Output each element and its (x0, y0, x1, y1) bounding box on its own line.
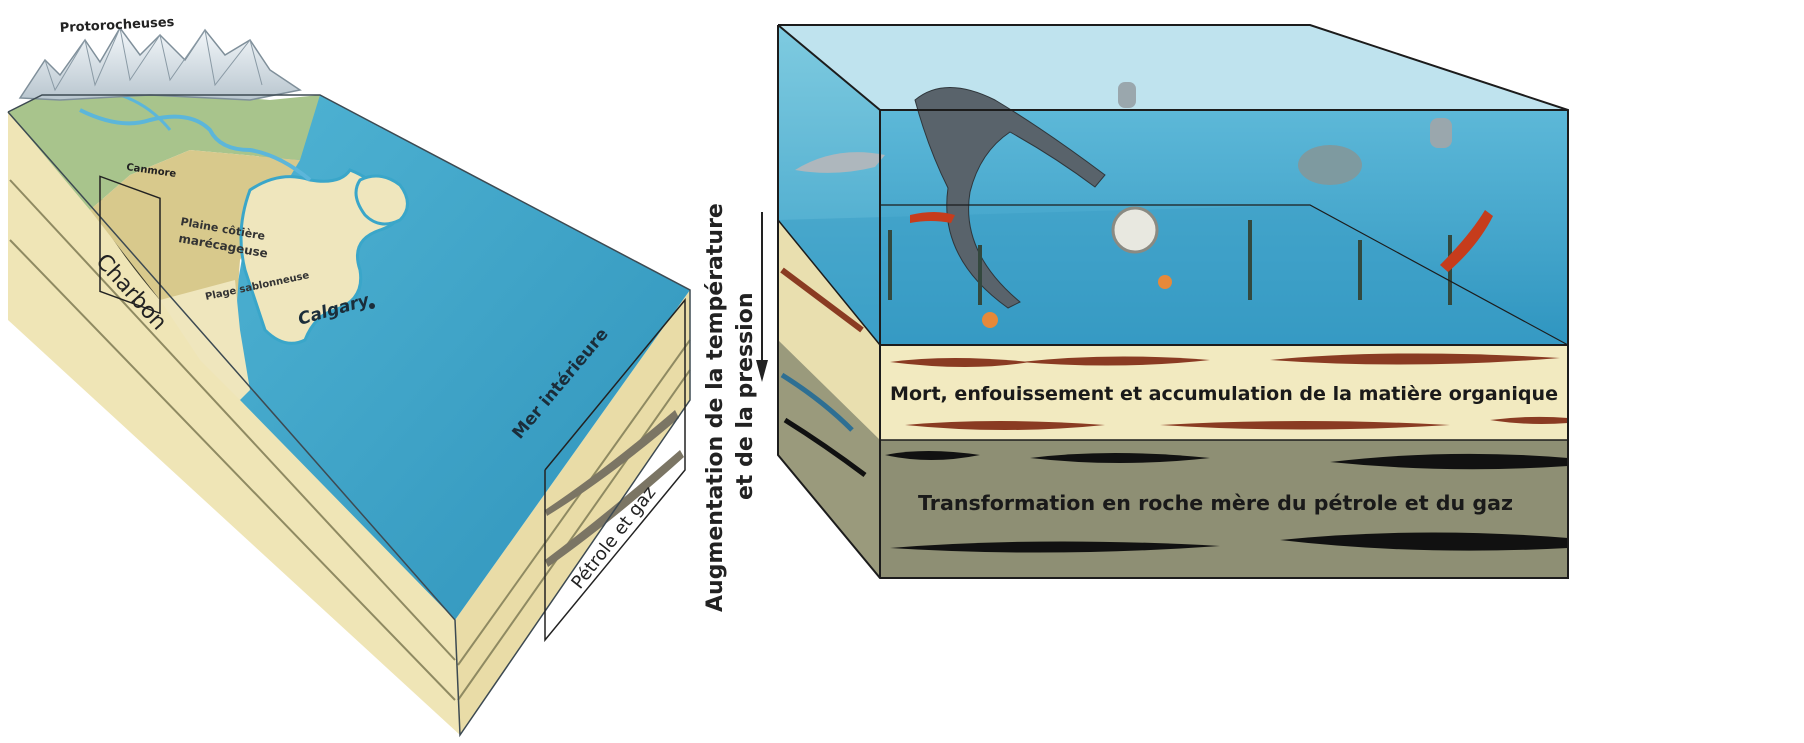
sea-turtle (1298, 145, 1362, 185)
sedimentation-block: Mort, enfouissement et accumulation de l… (778, 25, 1568, 578)
proto-rockies-mountains (20, 28, 300, 100)
starfish (982, 312, 998, 328)
jellyfish (1118, 82, 1136, 108)
water-back-face (778, 25, 1568, 110)
caption-source-rock-layer: Transformation en roche mère du pétrole … (918, 491, 1513, 515)
label-protorocheuses: Protorocheuses (59, 15, 175, 36)
axis-label-line2: et de la pression (733, 293, 758, 501)
ammonite (1113, 208, 1157, 252)
calgary-marker (369, 303, 375, 309)
axis-label-line1: Augmentation de la température (703, 203, 728, 612)
pressure-temperature-axis: Augmentation de la température et de la … (703, 203, 768, 612)
starfish (1158, 275, 1172, 289)
caption-organic-layer: Mort, enfouissement et accumulation de l… (890, 383, 1558, 405)
paleo-landscape-diagram: Protorocheuses Canmore Plaine côtière ma… (8, 15, 690, 735)
jellyfish (1430, 118, 1452, 148)
